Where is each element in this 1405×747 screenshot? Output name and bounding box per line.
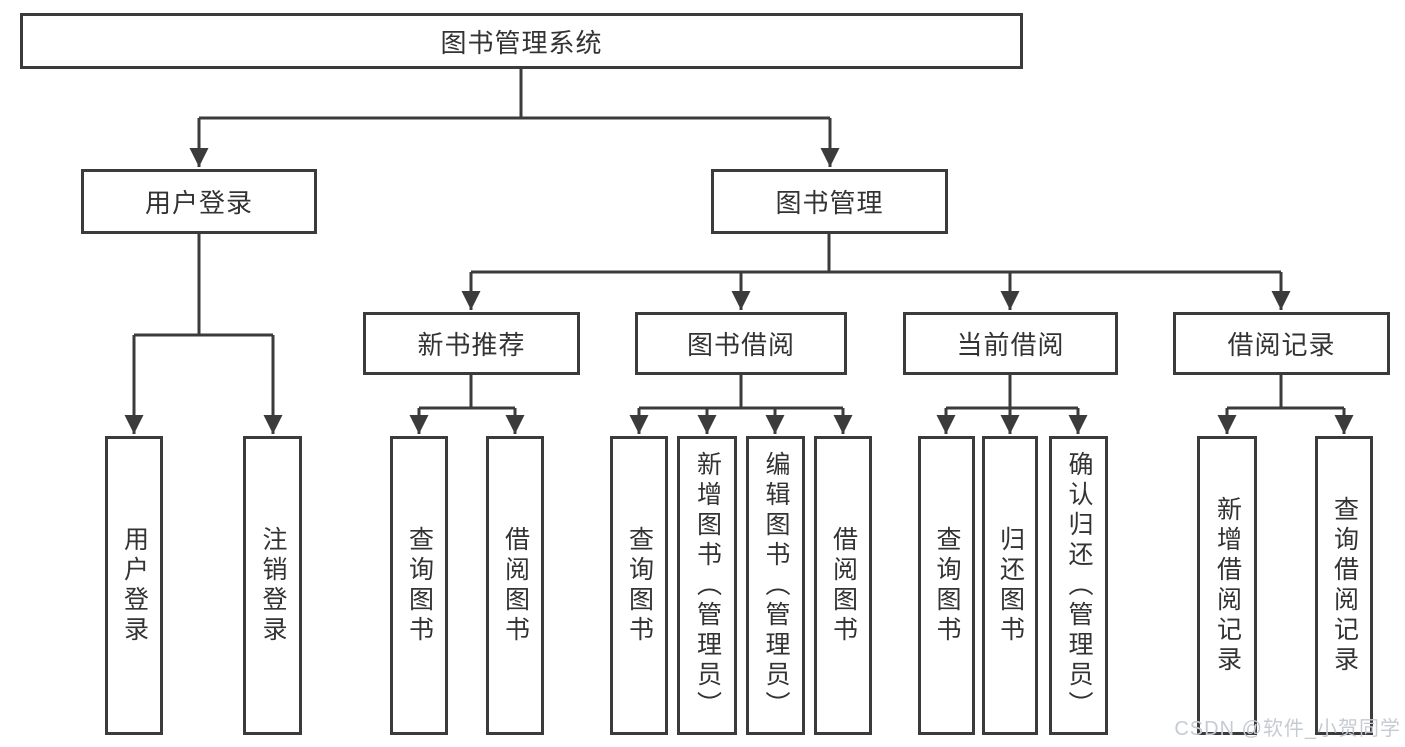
node-book-borrow-label: 图书借阅 <box>686 330 795 360</box>
node-current-borrow: 当前借阅 <box>903 312 1118 375</box>
leaf-borrow-borrow-books: 借阅图书 <box>814 436 872 735</box>
leaf-recommend-query-books: 查询图书 <box>390 436 448 735</box>
node-user-login: 用户登录 <box>81 169 317 234</box>
leaf-current-query-books-label: 查询图书 <box>933 525 961 646</box>
node-user-login-label: 用户登录 <box>144 188 253 218</box>
leaf-logout-label: 注销登录 <box>259 525 287 646</box>
leaf-borrow-query-books-label: 查询图书 <box>625 525 654 646</box>
node-new-book-recommend-label: 新书推荐 <box>417 330 526 360</box>
connector-trunks <box>134 69 1344 410</box>
node-root-label: 图书管理系统 <box>440 27 603 58</box>
leaf-add-book-admin-label: 新增图书（管理员） <box>693 450 722 721</box>
node-book-management: 图书管理 <box>711 169 948 234</box>
leaf-borrow-query-books: 查询图书 <box>610 436 668 735</box>
leaf-current-query-books: 查询图书 <box>918 436 975 735</box>
leaf-user-login-label: 用户登录 <box>120 525 149 646</box>
leaf-logout: 注销登录 <box>243 436 302 735</box>
leaf-confirm-return-admin-label: 确认归还（管理员） <box>1065 450 1093 721</box>
leaf-return-books-label: 归还图书 <box>996 525 1025 646</box>
leaf-add-borrow-record: 新增借阅记录 <box>1197 436 1257 735</box>
leaf-recommend-borrow-books-label: 借阅图书 <box>501 525 530 646</box>
leaf-add-book-admin: 新增图书（管理员） <box>677 436 737 735</box>
leaf-query-borrow-record: 查询借阅记录 <box>1315 436 1373 735</box>
node-new-book-recommend: 新书推荐 <box>363 312 580 375</box>
leaf-recommend-borrow-books: 借阅图书 <box>486 436 544 735</box>
node-current-borrow-label: 当前借阅 <box>956 330 1065 360</box>
leaf-query-borrow-record-label: 查询借阅记录 <box>1330 495 1359 676</box>
leaf-edit-book-admin: 编辑图书（管理员） <box>746 436 805 735</box>
leaf-edit-book-admin-label: 编辑图书（管理员） <box>762 450 790 721</box>
leaf-return-books: 归还图书 <box>982 436 1038 735</box>
node-book-management-label: 图书管理 <box>775 188 884 218</box>
leaf-confirm-return-admin: 确认归还（管理员） <box>1049 436 1108 735</box>
leaf-user-login: 用户登录 <box>105 436 163 735</box>
csdn-watermark: CSDN @软件_小贺同学 <box>1174 718 1401 740</box>
node-root: 图书管理系统 <box>20 13 1023 69</box>
node-borrow-records-label: 借阅记录 <box>1227 330 1336 360</box>
leaf-recommend-query-books-label: 查询图书 <box>405 525 434 646</box>
leaf-borrow-borrow-books-label: 借阅图书 <box>829 525 858 646</box>
node-borrow-records: 借阅记录 <box>1173 312 1390 375</box>
node-book-borrow: 图书借阅 <box>635 312 847 375</box>
leaf-add-borrow-record-label: 新增借阅记录 <box>1213 495 1242 676</box>
